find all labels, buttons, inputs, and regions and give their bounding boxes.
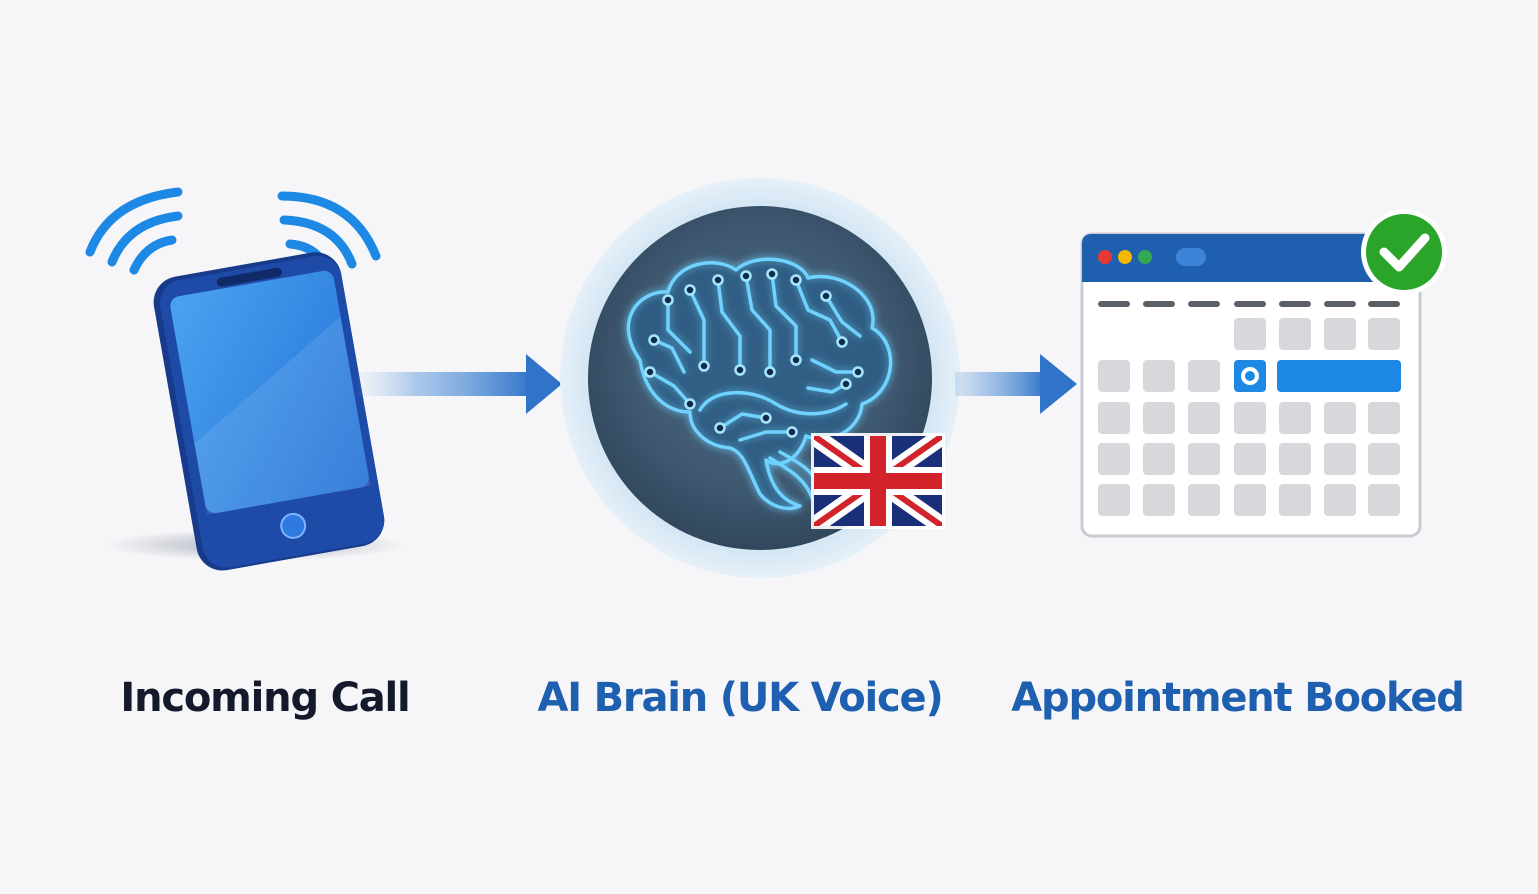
flow-arrow-1 <box>355 354 562 414</box>
calendar-window-icon <box>1080 232 1422 538</box>
flow-arrow-2 <box>955 354 1077 414</box>
booked-slot <box>1234 360 1401 392</box>
step-label-ai-brain: AI Brain (UK Voice) <box>537 675 943 721</box>
step-label-incoming-call: Incoming Call <box>120 675 410 721</box>
step-label-appointment-booked: Appointment Booked <box>1011 675 1465 721</box>
uk-flag-icon <box>811 433 945 529</box>
signal-waves-left-icon <box>85 187 183 275</box>
checkmark-badge-icon <box>1361 209 1447 295</box>
smartphone-ringing-icon <box>85 187 405 571</box>
